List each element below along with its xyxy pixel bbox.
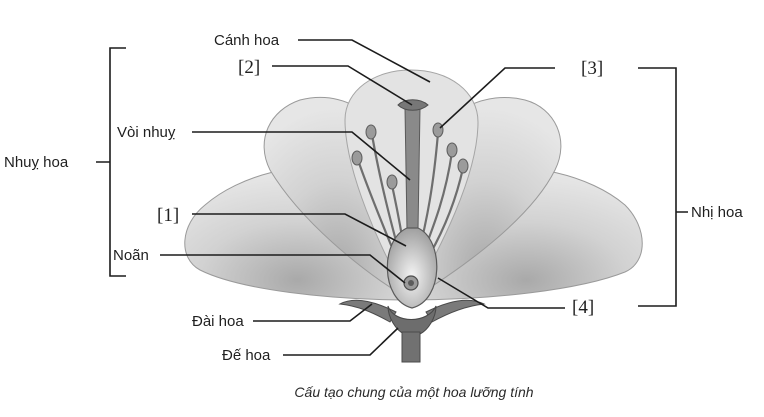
label-petal: Cánh hoa — [214, 32, 280, 49]
label-marker-1: [1] — [157, 205, 179, 226]
leader-marker-4 — [437, 277, 565, 309]
label-stamen: Nhị hoa — [691, 204, 743, 221]
label-pistil: Nhuỵ hoa — [4, 154, 69, 171]
anthers — [351, 122, 469, 190]
anther — [386, 174, 398, 190]
pistil-bracket — [96, 47, 126, 277]
ovule-core — [408, 280, 414, 286]
pistil — [386, 99, 438, 309]
label-marker-2: [2] — [238, 57, 260, 78]
label-receptacle: Đế hoa — [222, 347, 271, 364]
leader-marker-3 — [439, 67, 555, 129]
label-sepal: Đài hoa — [192, 313, 244, 330]
sepals — [338, 299, 486, 323]
label-marker-4: [4] — [572, 297, 594, 318]
anther — [457, 158, 469, 174]
leader-petal — [298, 39, 431, 83]
stamen-bracket — [638, 67, 688, 307]
ovary — [386, 227, 438, 309]
leader-marker-1 — [192, 213, 407, 247]
stem — [401, 331, 421, 363]
leader-receptacle — [283, 327, 399, 356]
leader-ovule — [160, 254, 406, 284]
anther — [446, 142, 458, 158]
leader-sepal — [253, 303, 373, 322]
style — [404, 107, 421, 231]
leader-style — [192, 131, 411, 181]
label-ovule: Noãn — [113, 247, 149, 264]
sepal-right — [425, 299, 486, 323]
anther — [432, 122, 444, 138]
caption: Cấu tạo chung của một hoa lưỡng tính — [294, 384, 533, 400]
sepal-left — [338, 299, 397, 323]
label-style: Vòi nhuỵ — [117, 124, 176, 141]
leader-marker-2 — [272, 65, 413, 106]
anther — [365, 124, 377, 140]
receptacle — [387, 305, 437, 335]
label-marker-3: [3] — [581, 58, 603, 79]
anther — [351, 150, 363, 166]
